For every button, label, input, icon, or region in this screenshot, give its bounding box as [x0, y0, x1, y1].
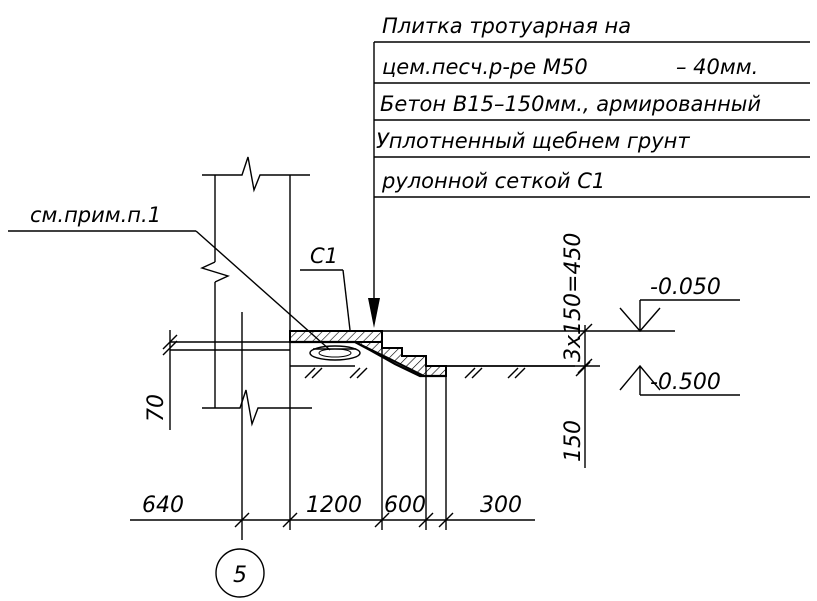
mesh-label: С1 — [310, 244, 338, 268]
paving-slab-steps — [354, 341, 447, 377]
level-mark-top: -0.050 — [619, 275, 740, 333]
axis-bubble: 5 — [215, 548, 265, 598]
drain-pipe — [309, 345, 361, 361]
wall-top-break — [202, 156, 310, 193]
note-line-4: Уплотненный щебнем грунт — [376, 129, 690, 153]
tick-step — [418, 512, 434, 528]
wall-section — [200, 156, 312, 540]
ground-hatch — [304, 367, 526, 379]
level-bottom-label: -0.500 — [650, 370, 721, 395]
left-dim-tick-1 — [162, 334, 178, 350]
note-line-2-right: – 40мм. — [676, 55, 758, 79]
tick-axis — [234, 512, 250, 528]
level-mark-bottom: -0.500 — [619, 364, 740, 396]
right-dim-tick-bottom — [577, 358, 593, 374]
horizontal-dimension-chain: 640 1200 600 300 — [130, 331, 535, 530]
paving-structure — [289, 330, 675, 379]
axis-bubble-circle — [215, 548, 265, 598]
dimension-70: 70 — [144, 394, 169, 422]
mesh-callout: С1 — [300, 244, 351, 331]
mesh-leader — [342, 269, 351, 331]
see-note-label: см.прим.п.1 — [30, 203, 161, 227]
level-top-label: -0.050 — [650, 275, 721, 300]
tick-wall — [282, 512, 298, 528]
right-dim-tick-bottom-2 — [575, 361, 591, 377]
right-dim-tick-top — [577, 323, 593, 339]
wall-left-zigzag — [200, 261, 230, 283]
tick-slab — [374, 512, 390, 528]
tick-end — [438, 512, 454, 528]
note-line-1: Плитка тротуарная на — [382, 14, 631, 38]
note-line-3: Бетон В15–150мм., армированный — [380, 92, 761, 116]
dimension-150: 150 — [561, 420, 586, 462]
note-line-2-left: цем.песч.р-ре М50 — [382, 55, 588, 79]
drain-pipe-inner — [318, 348, 352, 358]
left-dim-tick-2 — [162, 340, 178, 356]
axis-label: 5 — [233, 563, 247, 588]
see-note-callout: см.прим.п.1 — [8, 203, 331, 351]
notes-block: Плитка тротуарная на цем.песч.р-ре М50 –… — [368, 14, 810, 328]
steps-dimension: 3х150=450 — [561, 233, 586, 362]
dimension-640: 640 — [142, 493, 184, 518]
note-leader-arrow — [368, 298, 380, 328]
right-vertical-dimension: 3х150=450 150 — [561, 233, 593, 468]
dimension-600: 600 — [384, 493, 426, 518]
paving-slab-top — [289, 330, 383, 343]
dimension-1200: 1200 — [306, 493, 362, 518]
left-vertical-dimension: 70 — [144, 330, 290, 430]
dimension-300: 300 — [480, 493, 522, 518]
wall-bottom-break — [202, 389, 312, 427]
note-line-5: рулонной сеткой С1 — [381, 169, 605, 193]
